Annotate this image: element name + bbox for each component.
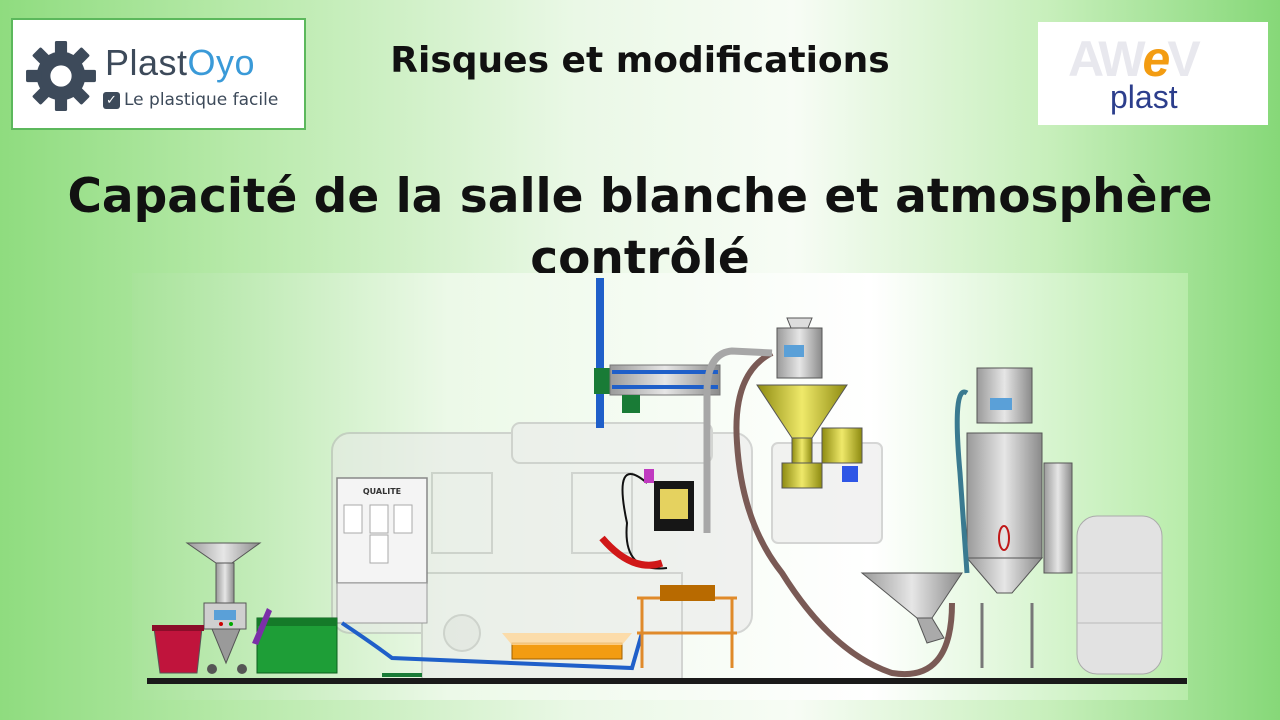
orange-tray — [511, 642, 623, 660]
page-title: Capacité de la salle blanche et atmosphè… — [40, 166, 1240, 290]
robot-arm — [609, 364, 721, 396]
checkbox-icon: ✓ — [103, 91, 120, 109]
vertical-pipe — [596, 278, 604, 428]
brand-part1: Plast — [105, 42, 188, 83]
brand-part2: Oyo — [187, 42, 256, 83]
dryer-unit — [954, 367, 1073, 668]
awev-part2: e — [1142, 31, 1171, 87]
funnel-hopper — [185, 542, 262, 674]
header-title: Risques et modifications — [390, 40, 890, 81]
awevplast-logo: AWeV plast — [1038, 22, 1268, 125]
green-container — [256, 617, 338, 674]
tagline-text: Le plastique facile — [124, 90, 279, 110]
vacuum-hose — [733, 350, 955, 678]
gear-icon — [26, 41, 96, 111]
awev-part1: AW — [1068, 31, 1146, 87]
blue-feed-pipe — [340, 621, 644, 671]
waste-bin — [153, 627, 203, 674]
awev-part3: V — [1167, 31, 1200, 87]
plastoyo-logo: PlastOyo ✓ Le plastique facile — [11, 18, 306, 130]
valve-block — [594, 368, 610, 394]
quality-cabinet — [336, 477, 428, 624]
brand-tagline: ✓ Le plastique facile — [103, 90, 278, 110]
yellow-hopper — [756, 317, 863, 489]
plast-wordmark: plast — [1110, 79, 1178, 115]
cabinet-label: QUALITE — [363, 487, 401, 496]
material-barrel — [1076, 515, 1163, 675]
red-cable — [599, 535, 664, 569]
floor-line — [147, 678, 1187, 684]
brand-name: PlastOyo — [105, 42, 255, 84]
production-line-illustration: QUALITE — [132, 273, 1188, 700]
title-line-1: Capacité de la salle blanche et atmosphè… — [67, 169, 1213, 224]
awev-wordmark: AWeV — [1068, 30, 1201, 88]
